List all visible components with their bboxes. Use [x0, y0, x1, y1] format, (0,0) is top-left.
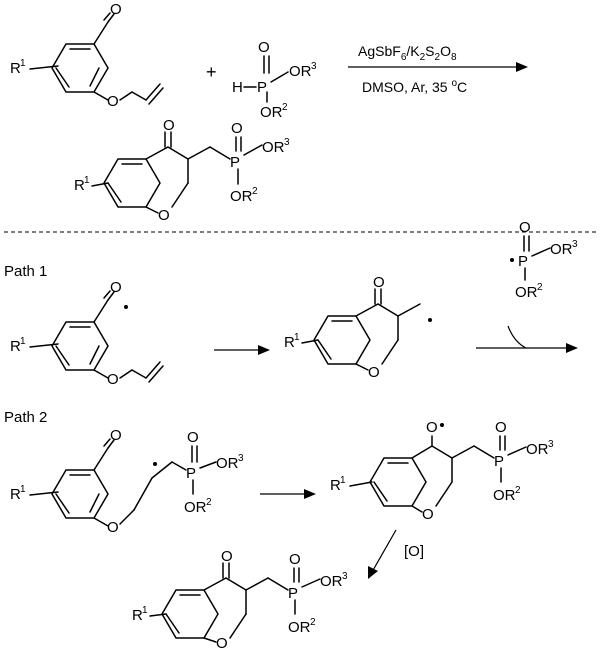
- svg-text:1: 1: [84, 175, 90, 186]
- svg-text:3: 3: [572, 239, 578, 250]
- svg-text:2: 2: [537, 282, 543, 293]
- radical-adduct-intermediate: O O P O OR 3 OR 2 R 1: [10, 427, 244, 536]
- svg-text:[O]: [O]: [404, 543, 424, 560]
- svg-text:OR: OR: [260, 104, 283, 121]
- path-1-label: Path 1: [4, 263, 47, 280]
- svg-text:O: O: [519, 219, 531, 236]
- svg-text:OR: OR: [216, 455, 239, 472]
- svg-text:O: O: [373, 274, 385, 291]
- svg-text:O: O: [231, 120, 243, 137]
- acyl-radical-intermediate: O O R 1: [10, 279, 164, 388]
- path-2-arrow-1: [260, 489, 316, 499]
- svg-text:O: O: [422, 506, 434, 523]
- svg-text:1: 1: [20, 484, 26, 495]
- svg-text:1: 1: [20, 336, 26, 347]
- svg-text:R: R: [330, 477, 341, 494]
- svg-text:R: R: [10, 338, 21, 355]
- svg-text:O: O: [107, 519, 119, 536]
- svg-text:2: 2: [252, 186, 258, 197]
- phosphite-reagent: H P O OR 3 OR 2: [232, 39, 317, 121]
- svg-text:P: P: [288, 585, 298, 602]
- svg-text:OR: OR: [184, 499, 207, 516]
- svg-text:P: P: [494, 453, 504, 470]
- path-1-arrow-1: [214, 345, 270, 355]
- svg-text:O: O: [107, 371, 119, 388]
- svg-text:H: H: [232, 79, 243, 96]
- chromanone-product-bottom: O O P O OR 3 OR 2 R 1: [132, 548, 348, 651]
- svg-text:R: R: [132, 607, 143, 624]
- svg-text:O: O: [289, 551, 301, 568]
- svg-text:2: 2: [206, 497, 212, 508]
- svg-text:3: 3: [238, 453, 244, 464]
- svg-text:R: R: [74, 177, 85, 194]
- svg-text:O: O: [158, 207, 170, 224]
- svg-text:O: O: [495, 419, 507, 436]
- svg-text:OR: OR: [493, 487, 516, 504]
- svg-text:O: O: [216, 635, 228, 651]
- svg-text:1: 1: [340, 475, 346, 486]
- reaction-arrow-main: AgSbF6/K2S2O8 DMSO, Ar, 35 oC: [348, 43, 528, 95]
- svg-text:3: 3: [548, 439, 554, 450]
- svg-text:P: P: [186, 465, 196, 482]
- path-2-label: Path 2: [4, 409, 47, 426]
- svg-text:2: 2: [282, 102, 288, 113]
- svg-text:OR: OR: [526, 441, 549, 458]
- svg-text:2: 2: [515, 485, 521, 496]
- svg-text:1: 1: [294, 332, 300, 343]
- svg-text:R: R: [284, 334, 295, 351]
- svg-text:O: O: [187, 429, 199, 446]
- svg-text:O: O: [110, 279, 122, 296]
- svg-text:O: O: [258, 39, 270, 56]
- phosphonyl-radical-reagent: P O OR 3 OR 2: [510, 219, 578, 301]
- svg-text:OR: OR: [320, 573, 343, 590]
- svg-text:OR: OR: [289, 63, 312, 80]
- svg-text:O: O: [426, 419, 438, 436]
- svg-text:O: O: [368, 364, 380, 381]
- condition-label: DMSO, Ar, 35 oC: [362, 78, 467, 95]
- svg-text:O: O: [110, 1, 122, 18]
- svg-text:P: P: [257, 79, 267, 96]
- svg-text:OR: OR: [262, 139, 285, 156]
- svg-text:OR: OR: [230, 188, 253, 205]
- svg-text:P: P: [230, 154, 240, 171]
- svg-text:1: 1: [20, 58, 26, 69]
- svg-text:O: O: [107, 93, 119, 110]
- svg-text:OR: OR: [515, 284, 538, 301]
- svg-text:3: 3: [311, 61, 317, 72]
- svg-text:1: 1: [142, 605, 148, 616]
- starting-aldehyde: O O R 1: [10, 1, 164, 110]
- plus-sign: +: [206, 62, 217, 82]
- svg-text:3: 3: [342, 571, 348, 582]
- svg-text:R: R: [10, 486, 21, 503]
- svg-text:O: O: [221, 548, 233, 565]
- svg-text:2: 2: [310, 617, 316, 628]
- chromanone-product-top: O O P O OR 3 OR 2 R 1: [74, 117, 290, 224]
- svg-text:OR: OR: [288, 619, 311, 636]
- svg-text:3: 3: [284, 137, 290, 148]
- svg-text:OR: OR: [550, 241, 573, 258]
- reagent-label: AgSbF6/K2S2O8: [358, 43, 457, 63]
- svg-text:O: O: [110, 427, 122, 444]
- svg-text:P: P: [518, 253, 528, 270]
- svg-text:O: O: [163, 117, 175, 134]
- svg-text:R: R: [10, 60, 21, 77]
- oxidation-arrow: [O]: [368, 529, 424, 579]
- alkyl-radical-intermediate: O O R 1: [284, 274, 432, 381]
- alkoxy-radical-intermediate: O O P O OR 3 OR 2 R 1: [330, 419, 554, 523]
- path-1-arrow-2: [476, 325, 578, 353]
